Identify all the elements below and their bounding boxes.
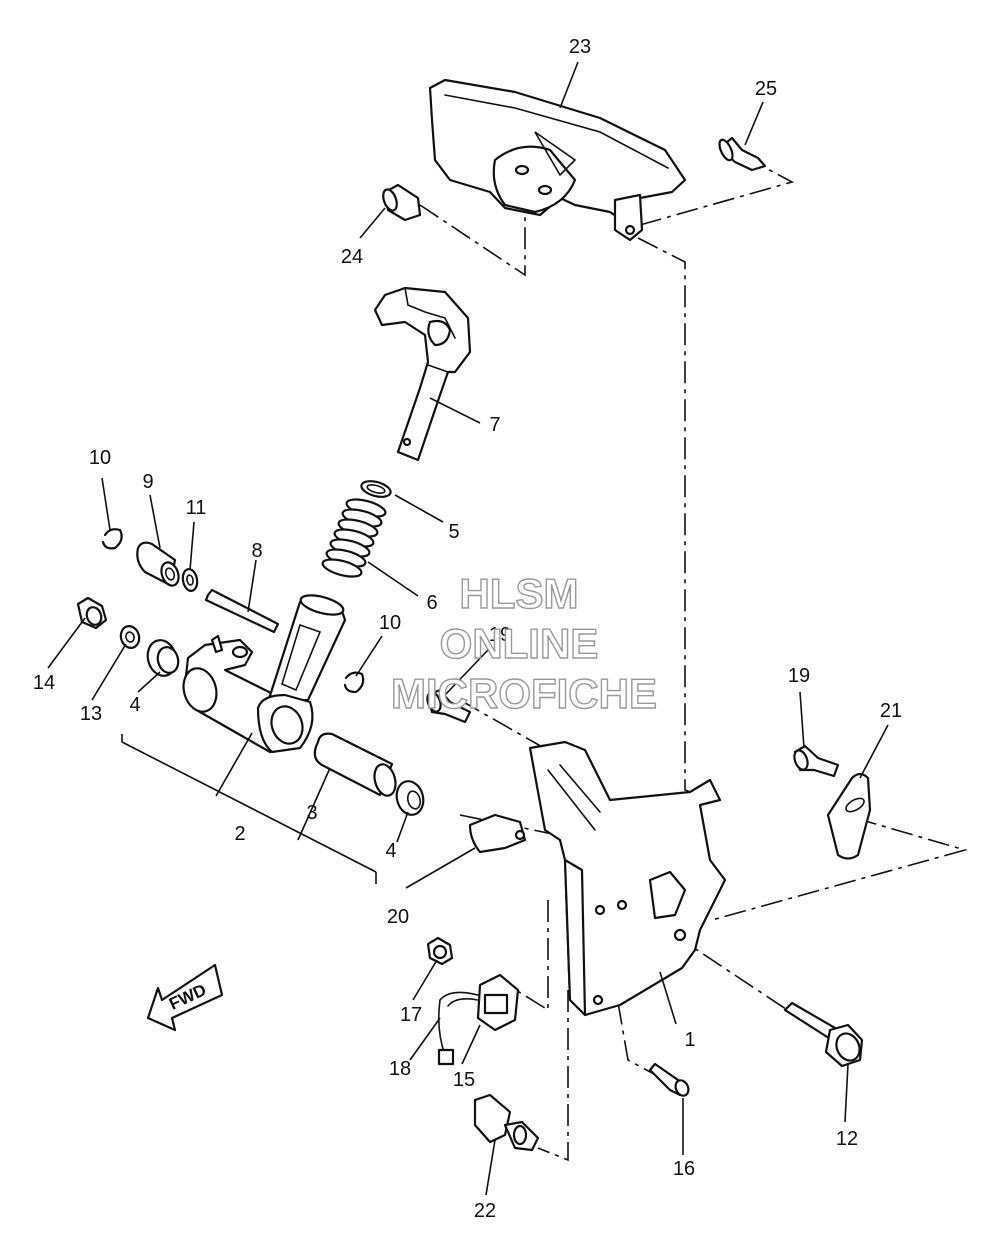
callout-17: 17 xyxy=(400,1004,422,1026)
part-15-switch xyxy=(476,973,520,1032)
part-7-lever xyxy=(373,286,472,462)
callout-4-right: 4 xyxy=(385,840,396,862)
callout-19-left: 19 xyxy=(489,624,511,646)
callout-22: 22 xyxy=(474,1200,496,1222)
callout-21: 21 xyxy=(880,700,902,722)
part-16-screw xyxy=(648,1062,690,1097)
part-21-plate xyxy=(826,772,872,860)
callout-10-upper: 10 xyxy=(89,447,111,469)
callout-9: 9 xyxy=(142,471,153,493)
callout-23: 23 xyxy=(569,36,591,58)
callout-labels: 23 25 24 7 10 9 11 8 5 6 14 13 4 10 19 1… xyxy=(33,36,902,1222)
callout-7: 7 xyxy=(489,414,500,436)
part-17-nut xyxy=(426,936,454,966)
callout-20: 20 xyxy=(387,906,409,928)
part-1-bracket xyxy=(528,740,727,1017)
watermark-line-1: HLSM xyxy=(460,570,579,617)
callout-16: 16 xyxy=(673,1158,695,1180)
fwd-arrow-icon: FWD xyxy=(146,963,224,1032)
part-14-nut xyxy=(76,596,108,630)
part-4-bushing-right xyxy=(395,780,425,816)
watermark-line-2: ONLINE xyxy=(440,620,599,667)
callout-5: 5 xyxy=(448,521,459,543)
part-3-tube xyxy=(313,732,397,797)
part-9-collar xyxy=(136,541,180,587)
callout-2: 2 xyxy=(234,823,245,845)
part-8-pin xyxy=(204,588,280,634)
part-19-bolt-left xyxy=(426,688,472,724)
part-20-clamp xyxy=(468,813,527,854)
callout-24: 24 xyxy=(341,246,363,268)
leader-lines xyxy=(47,61,889,1196)
part-10-clip-lower xyxy=(343,671,365,694)
part-19-bolt-right xyxy=(793,744,840,778)
part-4-bushing-left xyxy=(146,639,180,677)
part-5-clip xyxy=(360,480,392,498)
part-13-washer xyxy=(119,625,141,649)
part-23-cover xyxy=(428,78,687,242)
callout-1: 1 xyxy=(684,1029,695,1051)
callout-10-lower: 10 xyxy=(379,612,401,634)
part-2-arm xyxy=(182,594,347,754)
callout-19-right: 19 xyxy=(788,665,810,687)
part-11-washer xyxy=(181,567,199,593)
callout-14: 14 xyxy=(33,672,55,694)
part-18-wire xyxy=(437,991,479,1066)
part-22-holder xyxy=(473,1093,540,1152)
callout-3: 3 xyxy=(306,802,317,824)
callout-15: 15 xyxy=(453,1069,475,1091)
callout-13: 13 xyxy=(80,703,102,725)
callout-25: 25 xyxy=(755,78,777,100)
callout-8: 8 xyxy=(251,540,262,562)
callout-18: 18 xyxy=(389,1058,411,1080)
callout-6: 6 xyxy=(426,592,437,614)
part-25-rivet xyxy=(718,136,767,172)
callout-11: 11 xyxy=(186,497,207,519)
callout-12: 12 xyxy=(836,1128,858,1150)
part-6-spring xyxy=(321,498,387,578)
part-12-bolt xyxy=(783,1001,864,1068)
part-24-grommet xyxy=(382,183,422,222)
watermark-line-3: MICROFICHE xyxy=(391,670,657,717)
callout-4-left: 4 xyxy=(129,694,140,716)
part-10-clip-upper xyxy=(101,528,123,550)
watermark: HLSM ONLINE MICROFICHE xyxy=(390,569,657,717)
